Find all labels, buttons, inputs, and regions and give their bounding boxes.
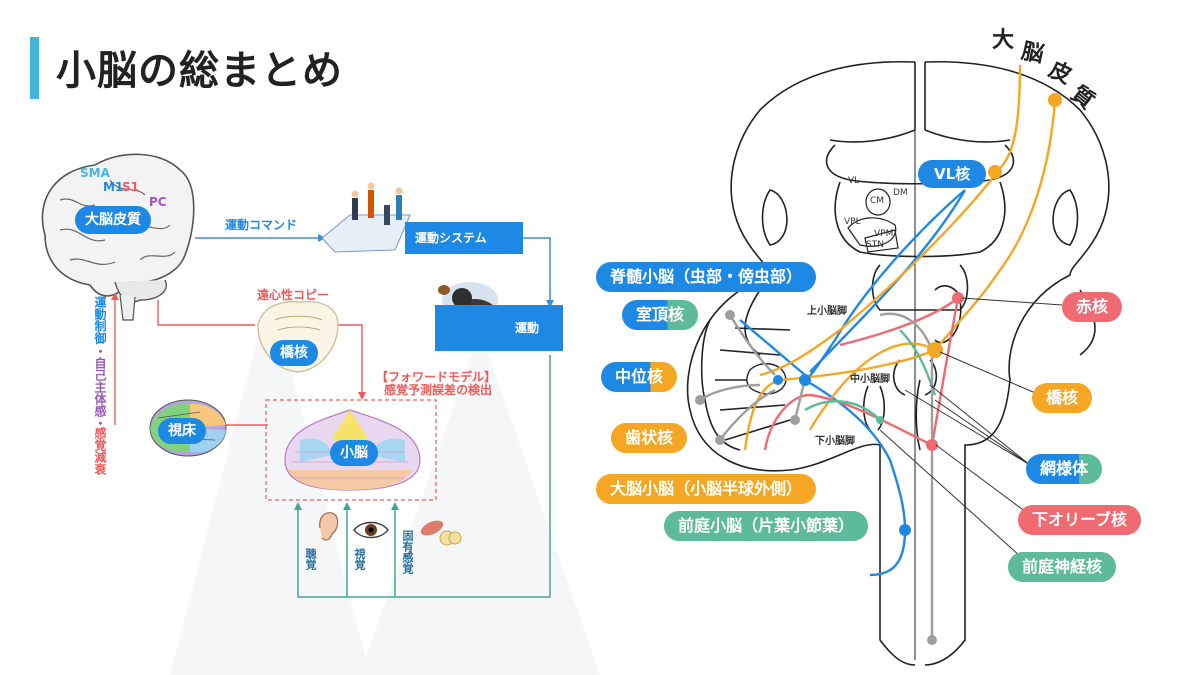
arrow-to-movement	[520, 237, 551, 300]
hearing-label: 聴覚	[304, 548, 317, 570]
efference-copy-label: 遠心性コピー	[257, 288, 330, 302]
interposed-nucleus-pill: 中位核	[601, 362, 678, 392]
efference-line	[157, 300, 255, 326]
spinocerebellum-pill: 脊髄小脳（虫部・傍虫部）	[596, 262, 817, 292]
movement-box: 運動	[435, 305, 563, 351]
sma-label: SMA	[80, 166, 110, 180]
vestibular-nucleus-pill: 前庭神経核	[1008, 552, 1117, 582]
thal-vl-label: VL	[848, 176, 860, 186]
muscle-icon	[420, 520, 462, 546]
side-text-attenuation: 感覚減衰	[93, 427, 107, 475]
eye-icon	[353, 521, 389, 539]
thal-dm-label: DM	[893, 188, 908, 198]
side-text-agency: ・自己主体感・	[93, 345, 107, 429]
motor-system-illustration	[321, 182, 411, 253]
inferior-peduncle-label: 下小脳脚	[815, 436, 855, 447]
pathway-nodes	[695, 93, 1062, 645]
page-title: 小脳の総まとめ	[56, 48, 343, 94]
dentate-nucleus-pill: 歯状核	[611, 423, 688, 453]
bg-triangle	[360, 330, 600, 675]
fastigial-nucleus-pill: 室頂核	[622, 300, 699, 330]
pontine-nucleus-pill: 橋核	[1032, 383, 1093, 413]
leader-lines	[879, 297, 1063, 566]
cortex-pill: 大脳皮質	[75, 206, 151, 234]
middle-peduncle-label: 中小脳脚	[850, 374, 890, 385]
cerebellum-pill: 小脳	[330, 440, 378, 466]
thal-vpl-label: VPL	[844, 217, 861, 227]
s1-label: S1	[122, 180, 139, 194]
forward-model-title: 【フォワードモデル】	[376, 370, 497, 384]
title-accent-bar	[30, 37, 39, 99]
cerebrocerebellum-pill: 大脳小脳（小脳半球外側）	[596, 474, 817, 504]
thalamus-pill: 視床	[158, 418, 206, 444]
feedback-line	[297, 355, 551, 598]
m1-label: M1	[103, 180, 124, 194]
superior-peduncle-label: 上小脳脚	[807, 306, 847, 317]
cortex-arc-char: 大	[992, 28, 1015, 53]
bg-triangle	[170, 290, 370, 675]
thal-stn-label: STN	[866, 240, 884, 250]
pc-label: PC	[149, 195, 167, 209]
reticular-formation-pill: 網様体	[1026, 454, 1103, 484]
side-text-motor: 運動制御	[93, 296, 107, 344]
vl-nucleus-pill: VL核	[918, 160, 987, 188]
inferior-olive-pill: 下オリーブ核	[1018, 505, 1142, 535]
red-pathways	[763, 297, 960, 451]
motor-command-label: 運動コマンド	[225, 218, 298, 232]
thalamic-nuclei	[847, 188, 899, 253]
motor-system-box: 運動システム	[405, 222, 523, 254]
proprioception-label: 固有感覚	[401, 530, 414, 574]
forward-model-subtitle: 感覚予測誤差の検出	[384, 383, 493, 397]
pons-pill: 橋核	[270, 340, 318, 366]
orange-pathways	[743, 64, 1057, 451]
thal-vpm-label: VPM	[874, 229, 894, 239]
teal-pathways	[804, 329, 937, 421]
vision-label: 視覚	[353, 548, 366, 570]
ear-icon	[319, 512, 339, 541]
red-nucleus-pill: 赤核	[1062, 292, 1123, 322]
thal-cm-label: CM	[870, 196, 885, 206]
forward-model-box	[265, 399, 437, 501]
vestibulocerebellum-pill: 前庭小脳（片葉小節葉）	[664, 511, 869, 541]
